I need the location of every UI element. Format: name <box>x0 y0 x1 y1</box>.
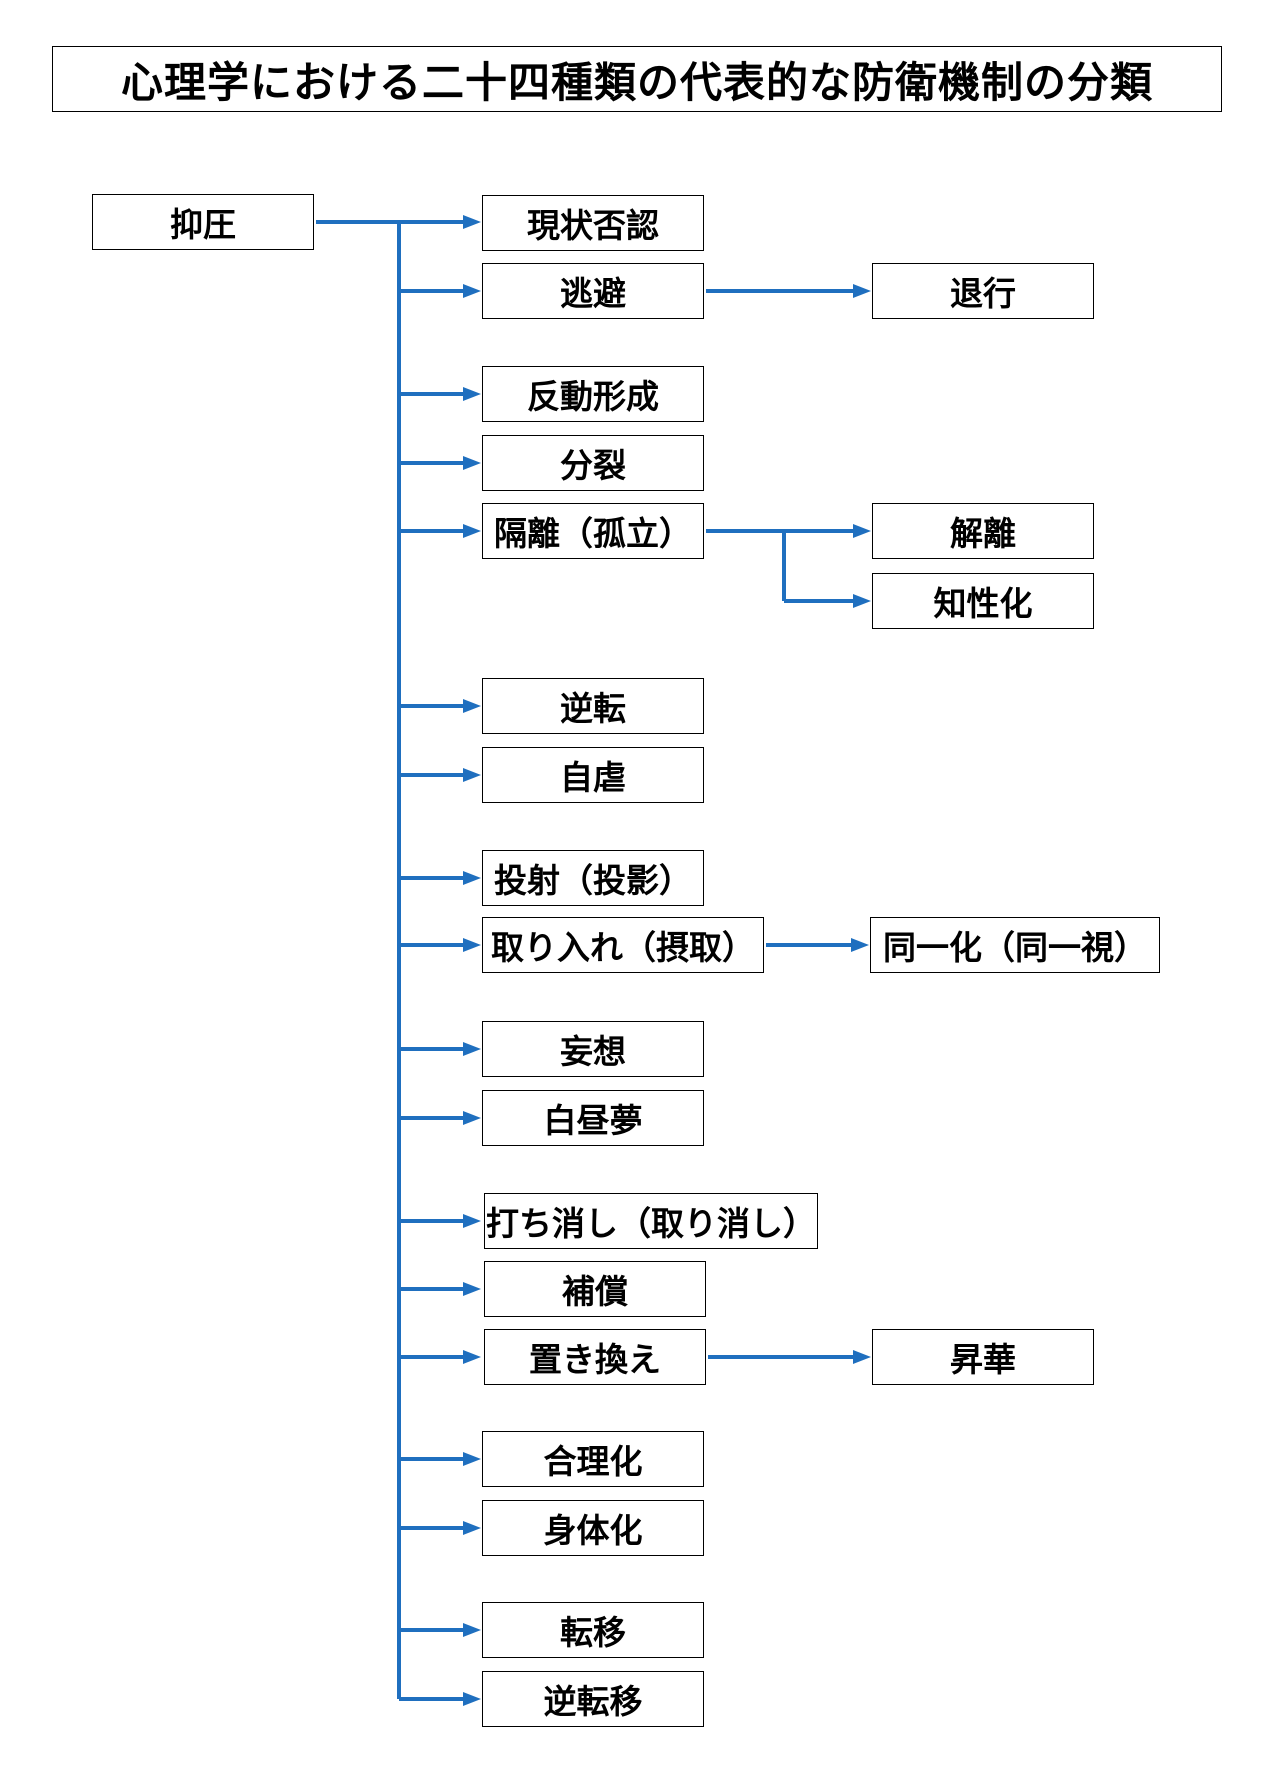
arrow-to-hoshou-head <box>463 1282 481 1296</box>
node-bunretsu: 分裂 <box>482 435 704 491</box>
node-douitsuka: 同一化（同一視） <box>870 917 1160 973</box>
arrow-to-handou-keisei-head <box>463 387 481 401</box>
arrow-to-toushya-head <box>463 871 481 885</box>
arrow-to-gyaku-teni-head <box>463 1692 481 1706</box>
arrow-to-toriire-head <box>463 938 481 952</box>
node-hoshou: 補償 <box>484 1261 706 1317</box>
arrow-to-okikae-head <box>463 1350 481 1364</box>
node-teni: 転移 <box>482 1602 704 1658</box>
node-gyakuten: 逆転 <box>482 678 704 734</box>
node-mousou: 妄想 <box>482 1021 704 1077</box>
arrow-kakuri-to-chiseika-head <box>853 594 871 608</box>
node-shintaika: 身体化 <box>482 1500 704 1556</box>
arrow-to-hakuchumu-head <box>463 1111 481 1125</box>
node-shouka: 昇華 <box>872 1329 1094 1385</box>
node-kairi: 解離 <box>872 503 1094 559</box>
arrow-okikae-to-shouka-head <box>853 1350 871 1364</box>
arrow-touhi-to-taikou-head <box>853 284 871 298</box>
arrow-to-teni-head <box>463 1623 481 1637</box>
arrow-to-gyakuten-head <box>463 699 481 713</box>
node-taikou: 退行 <box>872 263 1094 319</box>
node-genjou-hinin: 現状否認 <box>482 195 704 251</box>
node-jigyaku: 自虐 <box>482 747 704 803</box>
arrow-toriire-to-douitsuka-head <box>851 938 869 952</box>
arrow-to-jigyaku-head <box>463 768 481 782</box>
arrow-kakuri-to-kairi-head <box>853 524 871 538</box>
node-uchikeshi: 打ち消し（取り消し） <box>484 1193 818 1249</box>
node-chiseika: 知性化 <box>872 573 1094 629</box>
page-title: 心理学における二十四種類の代表的な防衛機制の分類 <box>52 46 1222 112</box>
arrow-to-kakuri-head <box>463 524 481 538</box>
node-kakuri: 隔離（孤立） <box>482 503 704 559</box>
arrow-to-uchikeshi-head <box>463 1214 481 1228</box>
arrow-to-shintaika-head <box>463 1521 481 1535</box>
arrow-to-gourika-head <box>463 1452 481 1466</box>
node-yokuatsu: 抑圧 <box>92 194 314 250</box>
node-gourika: 合理化 <box>482 1431 704 1487</box>
arrow-to-genjou-hinin-head <box>463 215 481 229</box>
arrow-to-mousou-head <box>463 1042 481 1056</box>
node-hakuchumu: 白昼夢 <box>482 1090 704 1146</box>
node-okikae: 置き換え <box>484 1329 706 1385</box>
node-toushya: 投射（投影） <box>482 850 704 906</box>
node-touhi: 逃避 <box>482 263 704 319</box>
node-handou-keisei: 反動形成 <box>482 366 704 422</box>
arrow-to-touhi-head <box>463 284 481 298</box>
arrow-to-bunretsu-head <box>463 456 481 470</box>
node-toriire: 取り入れ（摂取） <box>482 917 764 973</box>
node-gyaku-teni: 逆転移 <box>482 1671 704 1727</box>
